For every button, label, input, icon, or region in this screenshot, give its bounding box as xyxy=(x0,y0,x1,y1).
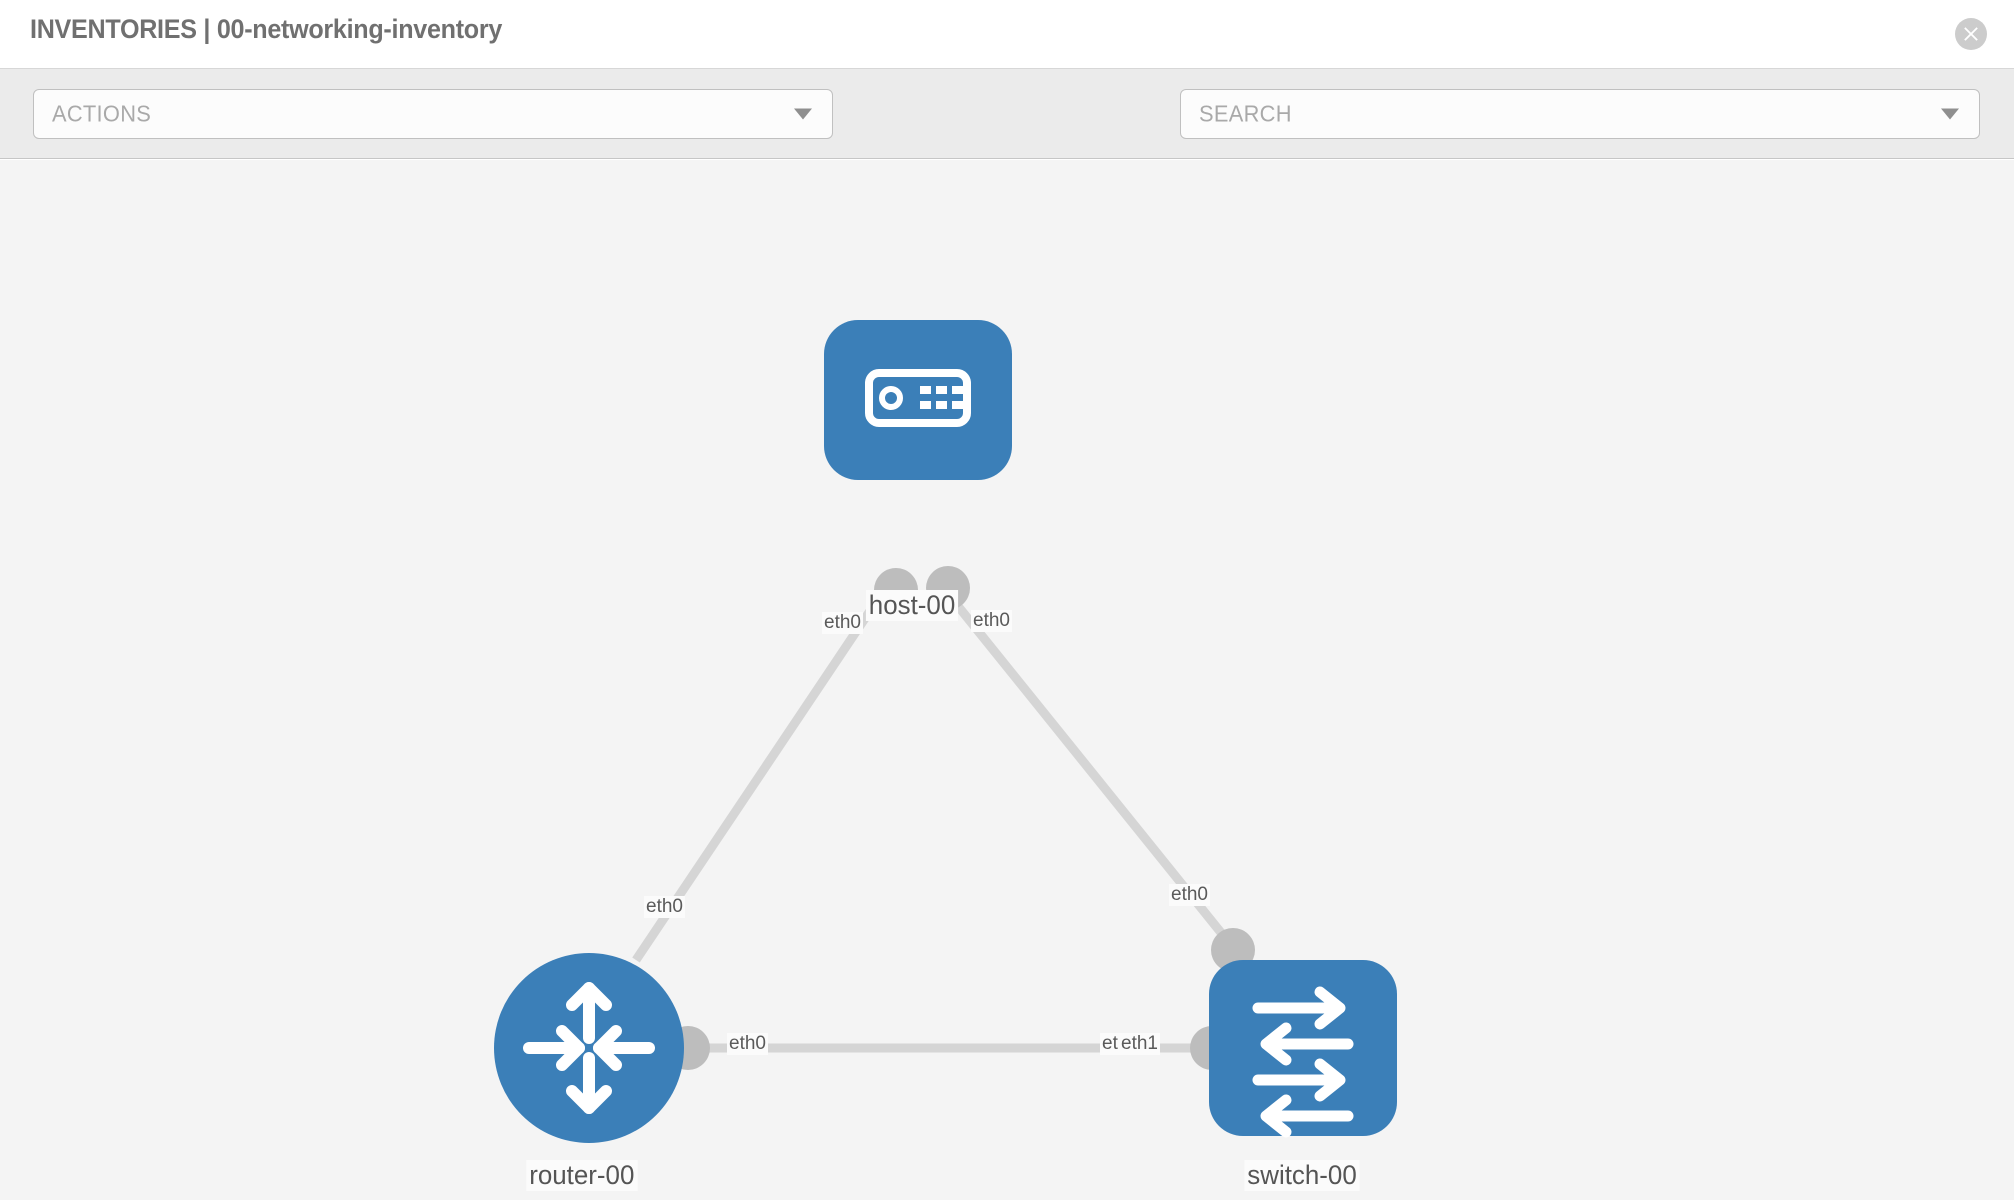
node-label-router-00: router-00 xyxy=(526,1160,638,1191)
close-circle-icon[interactable] xyxy=(1955,18,1987,50)
node-host-00[interactable] xyxy=(824,320,1012,480)
switch-arrows-icon xyxy=(1252,986,1354,1138)
iface-label-router00-eth0: eth0 xyxy=(727,1033,768,1055)
topology-links xyxy=(632,587,1239,1053)
iface-label-switch00-eth1: eth1 xyxy=(1119,1033,1160,1055)
iface-label-host00-left: eth0 xyxy=(822,612,863,634)
topology-connectors xyxy=(666,566,1255,1070)
close-icon-svg xyxy=(1955,18,1987,50)
iface-label-host00-right: eth0 xyxy=(971,610,1012,632)
actions-dropdown[interactable]: ACTIONS xyxy=(33,89,833,139)
router-arrows-icon xyxy=(523,982,655,1114)
topology-canvas[interactable]: host-00 router-00 switch-00 eth0 eth0 et… xyxy=(0,160,2014,1200)
server-icon xyxy=(865,369,971,427)
iface-label-switch00-uplink: eth0 xyxy=(1169,884,1210,906)
node-router-00[interactable] xyxy=(494,953,684,1143)
node-switch-00[interactable] xyxy=(1209,960,1397,1138)
chevron-down-icon xyxy=(1941,108,1959,120)
topology-graph xyxy=(494,320,1397,1143)
node-label-host-00: host-00 xyxy=(865,590,959,621)
actions-dropdown-label: ACTIONS xyxy=(52,100,152,127)
toolbar: ACTIONS SEARCH xyxy=(0,69,2014,193)
search-input-placeholder: SEARCH xyxy=(1199,100,1292,127)
chevron-down-icon xyxy=(794,108,812,120)
page-header: INVENTORIES | 00-networking-inventory xyxy=(0,0,2014,69)
iface-label-router00-uplink: eth0 xyxy=(644,896,685,918)
search-dropdown[interactable]: SEARCH xyxy=(1180,89,1980,139)
node-label-switch-00: switch-00 xyxy=(1244,1160,1360,1191)
page-title: INVENTORIES | 00-networking-inventory xyxy=(30,14,503,44)
